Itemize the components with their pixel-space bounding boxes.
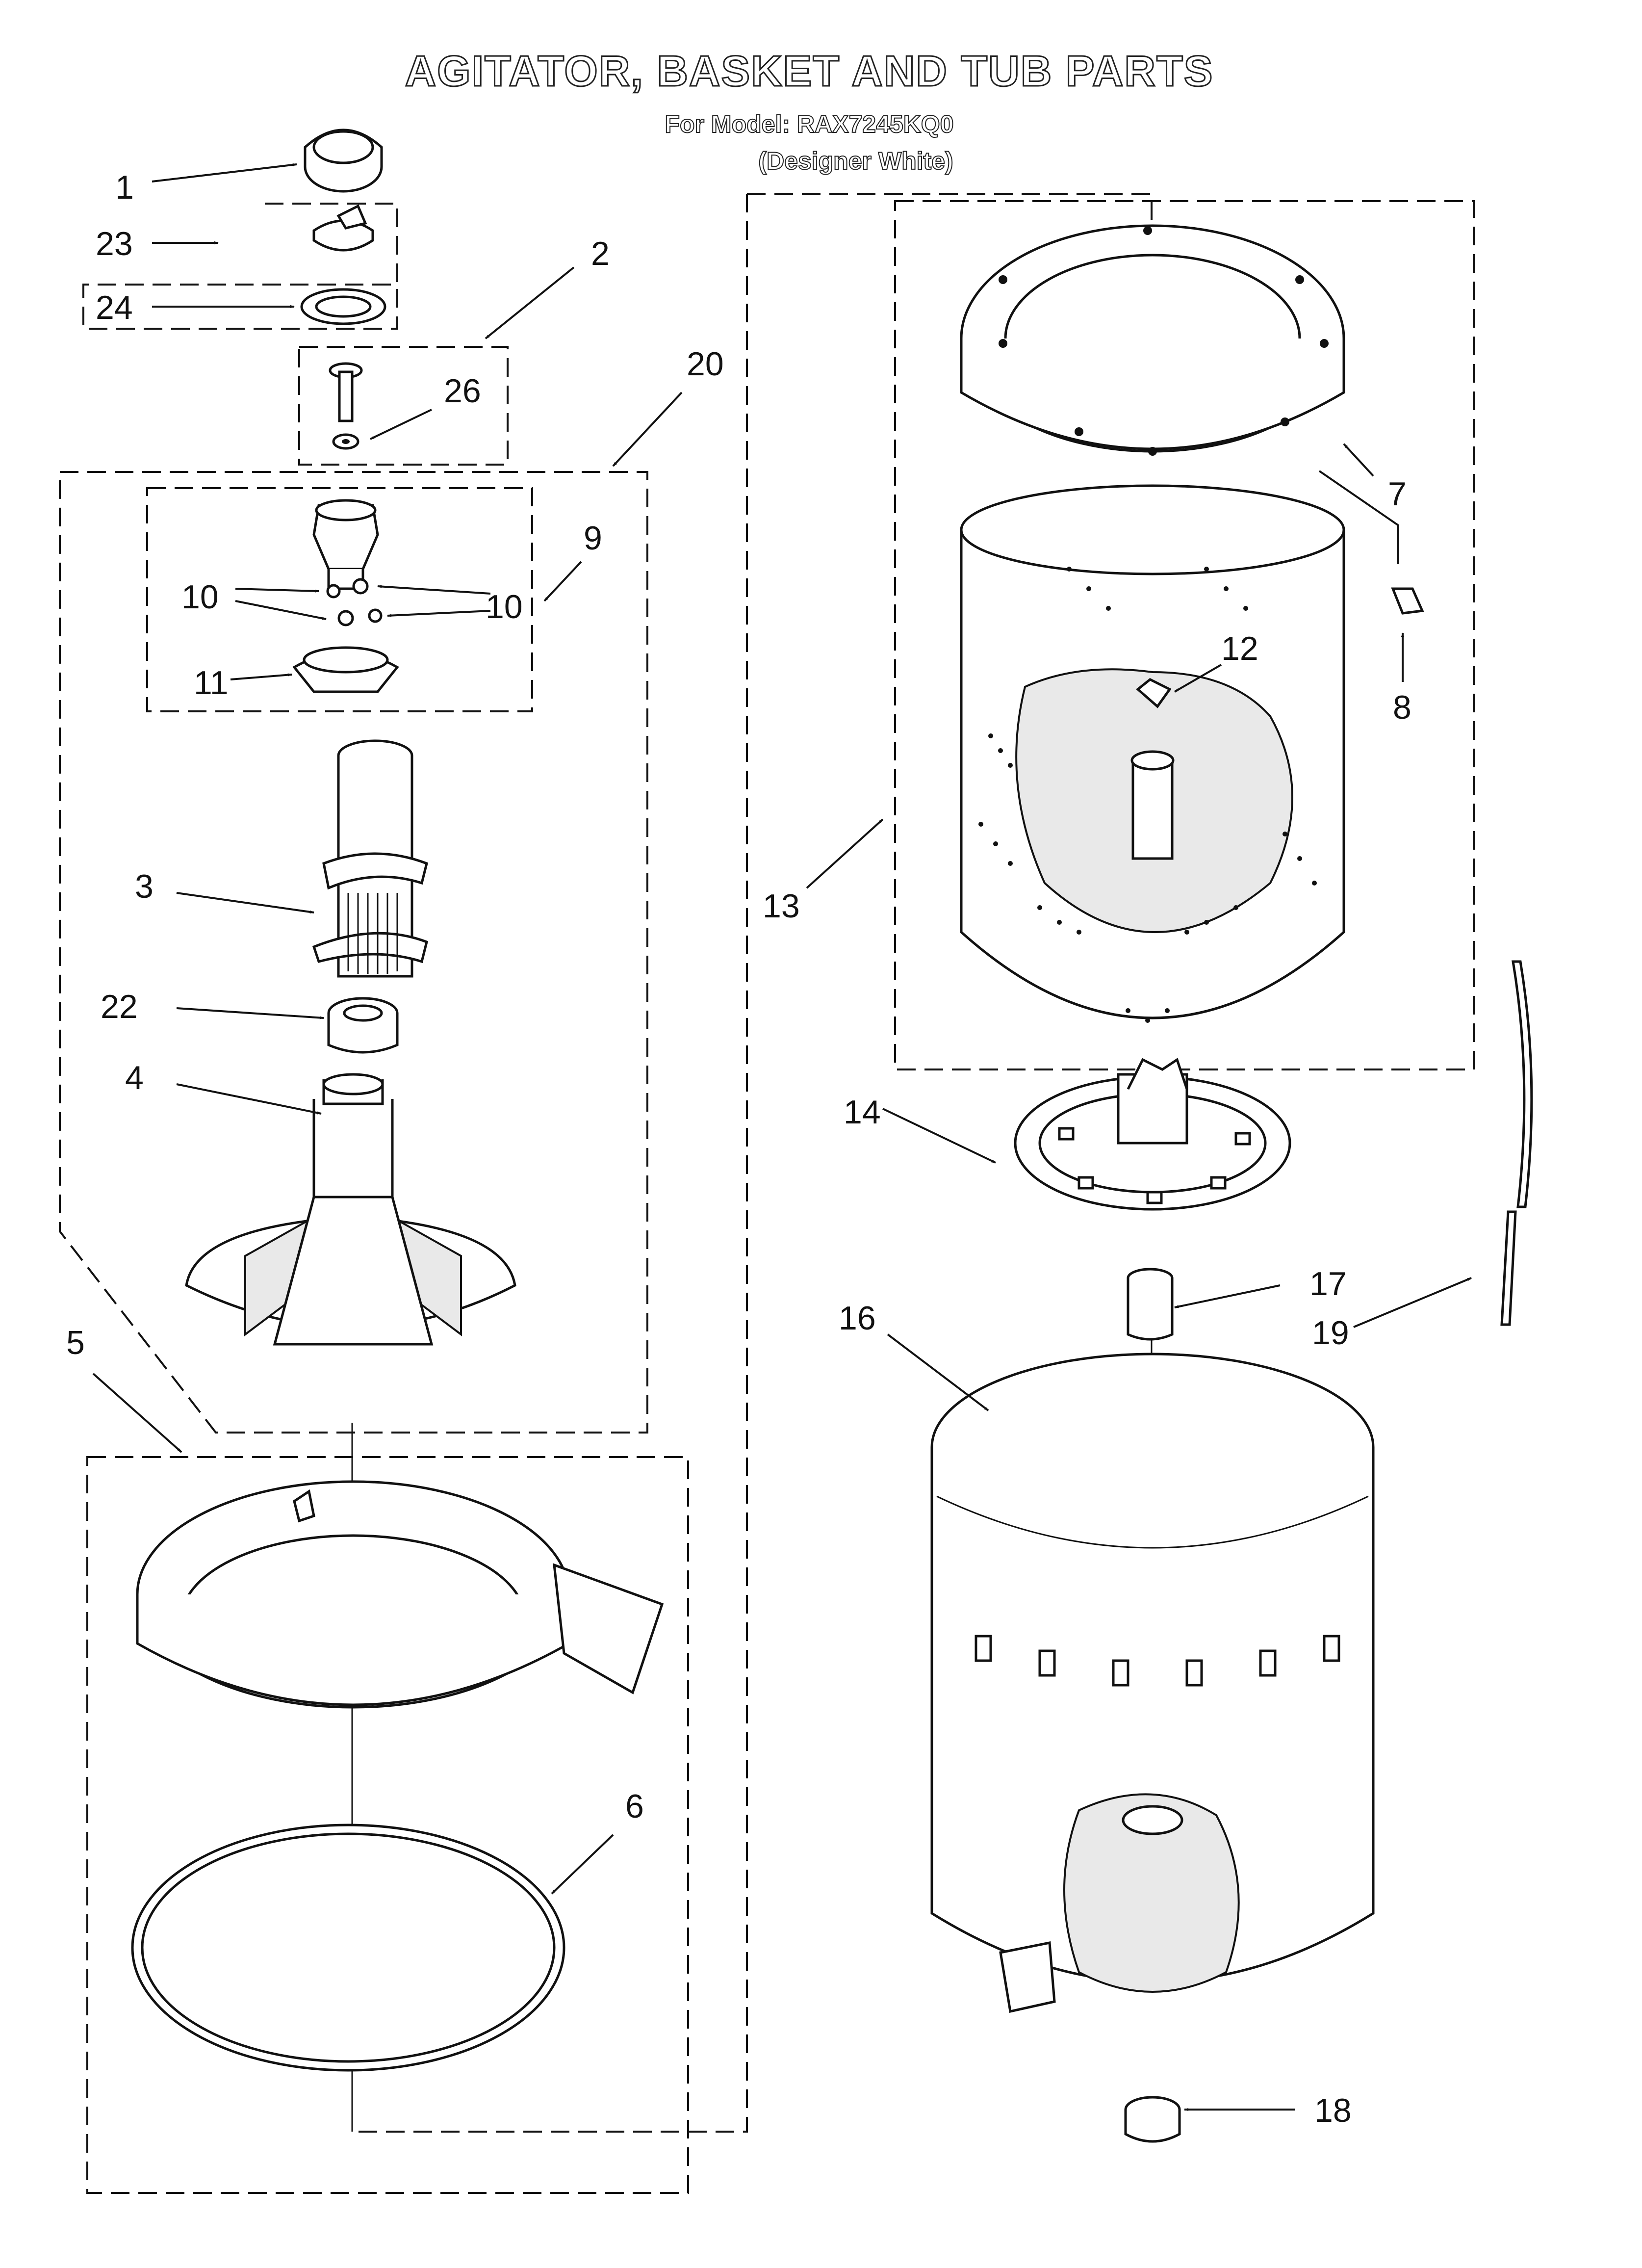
callout-13: 13	[763, 887, 800, 925]
basket-part	[960, 224, 1345, 1023]
callout-7: 7	[1388, 475, 1407, 513]
basket-rim-bolts	[999, 226, 1329, 456]
callout-10-left: 10	[181, 578, 219, 616]
ratchet-part	[327, 997, 399, 1054]
drain-plug-part	[1124, 2096, 1181, 2143]
callout-16: 16	[839, 1300, 876, 1337]
model-line: For Model: RAX7245KQ0	[665, 110, 953, 138]
agitator-base-part	[185, 1073, 516, 1346]
o-ring-part	[300, 288, 386, 325]
callout-14: 14	[844, 1094, 881, 1131]
cap-insert-part	[312, 204, 374, 252]
callout-labels: 1 23 24 2 26 20 9 10 10 11 3 22 4 5 6 7 …	[66, 169, 1411, 2129]
auger-part	[312, 739, 428, 978]
agitator-bolt-part	[329, 362, 363, 450]
callout-5: 5	[66, 1324, 85, 1361]
callout-9: 9	[584, 520, 602, 557]
tub-top-lugs	[975, 1635, 1340, 1687]
hose-part	[1500, 960, 1533, 1326]
callout-6: 6	[625, 1788, 644, 1825]
callout-10-right: 10	[486, 588, 523, 626]
agitator-dog-assembly	[292, 499, 399, 693]
callout-3: 3	[135, 868, 154, 905]
callout-26: 26	[444, 372, 481, 410]
callout-22: 22	[101, 988, 138, 1025]
callout-arrows	[92, 163, 1472, 2112]
basket-perforations	[978, 567, 1317, 1023]
callout-11: 11	[194, 664, 229, 702]
balance-ring-bracket	[1318, 470, 1424, 615]
callout-12: 12	[1221, 630, 1258, 667]
outer-tub-part	[930, 1353, 1375, 2013]
auger-ribs	[347, 893, 398, 974]
callout-23: 23	[96, 225, 133, 262]
agitator-cap-part	[304, 129, 383, 193]
tub-seal-ring-part	[131, 1824, 565, 2072]
clutch-spring-part	[1014, 1058, 1291, 1211]
variant-line: (Designer White)	[758, 147, 953, 175]
drive-block-part	[1127, 1268, 1174, 1341]
callout-1: 1	[115, 169, 134, 206]
tub-ring-part	[136, 1480, 664, 1709]
callout-24: 24	[96, 289, 133, 326]
diagram-title: AGITATOR, BASKET AND TUB PARTS	[405, 47, 1214, 95]
callout-20: 20	[687, 345, 724, 383]
callout-8: 8	[1393, 689, 1411, 726]
callout-2: 2	[591, 235, 610, 272]
callout-17: 17	[1309, 1265, 1347, 1303]
callout-4: 4	[125, 1059, 144, 1096]
group-boxes	[59, 193, 1475, 2194]
callout-18: 18	[1314, 2092, 1352, 2129]
callout-19: 19	[1312, 1314, 1349, 1352]
clutch-teeth	[1058, 1127, 1251, 1204]
